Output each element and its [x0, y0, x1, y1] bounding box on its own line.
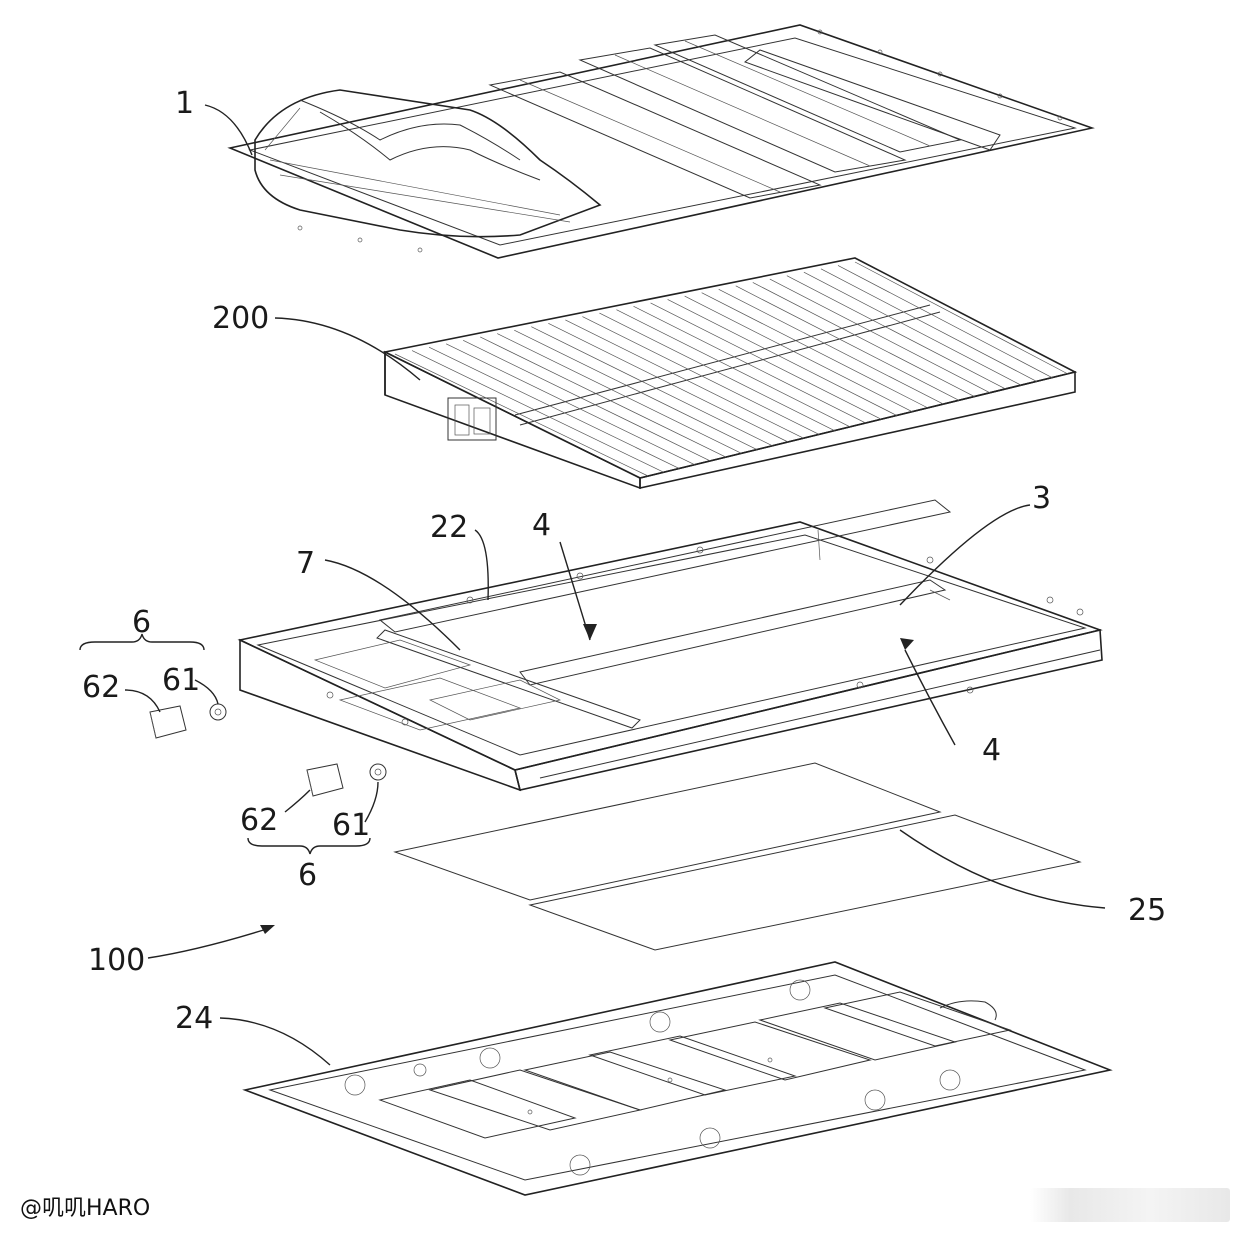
cell-line: [497, 333, 742, 454]
label-6-bottom: 6: [298, 858, 317, 893]
cell-line: [531, 326, 773, 447]
label-61-right: 61: [332, 808, 370, 843]
cell-line: [735, 285, 960, 401]
cell-line: [514, 329, 758, 450]
cell-stack-part-200: [382, 257, 1078, 490]
reference-numerals: 1 200 22 4 3 7 6 62 61 4 62 61 6 25 100 …: [82, 86, 1166, 1036]
cell-line: [854, 261, 1069, 375]
label-1: 1: [175, 86, 194, 121]
cell-line: [718, 288, 944, 405]
brace-6-top: [79, 633, 205, 651]
thermal-pads-part-25: [393, 762, 1082, 951]
cell-line: [565, 319, 804, 439]
cell-line: [684, 295, 913, 413]
label-200: 200: [212, 301, 269, 336]
cell-line: [445, 343, 695, 465]
cell-line: [633, 305, 866, 424]
label-62-left: 62: [82, 670, 120, 705]
cell-line: [616, 309, 851, 428]
watermark-strip: [1030, 1188, 1230, 1222]
cell-line: [820, 268, 1038, 382]
cell-line: [701, 292, 929, 409]
cell-line: [394, 353, 649, 477]
upper-cover-part-1: [227, 24, 1095, 259]
label-7: 7: [296, 546, 315, 581]
tray-frame: [237, 499, 1103, 792]
connector-assembly-left: [149, 703, 227, 739]
cell-line: [548, 323, 789, 443]
label-4-bottom: 4: [982, 733, 1001, 768]
cell-line: [582, 316, 820, 435]
label-3: 3: [1032, 481, 1051, 516]
label-25: 25: [1128, 893, 1166, 928]
label-61-left: 61: [162, 663, 200, 698]
cell-line: [599, 312, 835, 431]
cell-line: [428, 346, 680, 469]
label-6-top: 6: [132, 605, 151, 640]
cell-line: [803, 271, 1022, 386]
label-22: 22: [430, 510, 468, 545]
cell-line: [667, 299, 898, 416]
cell-line: [411, 350, 664, 473]
cell-line: [786, 275, 1006, 390]
watermark-text: @叽叽HARO: [20, 1196, 151, 1221]
leader-lines: [124, 104, 1106, 1066]
cell-line: [769, 278, 991, 394]
cell-line: [837, 265, 1053, 379]
label-62-right: 62: [240, 803, 278, 838]
label-4-top: 4: [532, 508, 551, 543]
brace-6-bottom: [247, 837, 371, 855]
cell-line: [480, 336, 726, 458]
label-100: 100: [88, 943, 145, 978]
connector-assembly-right: [306, 763, 387, 797]
bottom-plate-part-24: [242, 961, 1113, 1196]
cell-line: [752, 282, 975, 397]
cell-line: [650, 302, 882, 420]
label-24: 24: [175, 1001, 213, 1036]
cell-line: [462, 340, 711, 462]
